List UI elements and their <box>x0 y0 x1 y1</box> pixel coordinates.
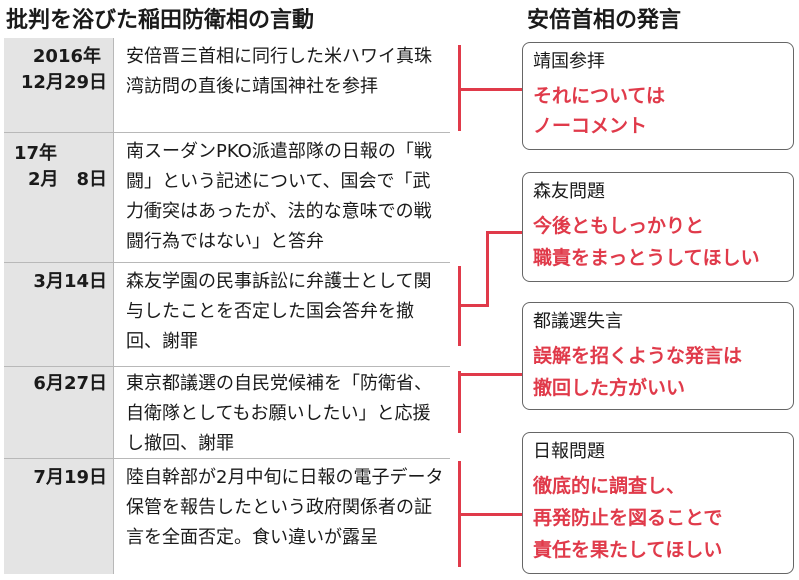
event-date: 7月19日 <box>4 459 114 574</box>
event-date-line1: 6月27日 <box>33 373 107 394</box>
response-quote-line: 職責をまっとうしてほしい <box>533 247 760 269</box>
response-quote-line: それについては <box>533 85 666 107</box>
response-quote-line: 再発防止を図ることで <box>533 507 723 529</box>
response-quote-line: ノーコメント <box>533 115 648 137</box>
response-topic: 靖国参拝 <box>533 51 605 72</box>
event-date-line2: 12月29日 <box>20 72 107 93</box>
event-description: 森友学園の民事訴訟に弁護士として関与したことを否定した国会答弁を撤回、謝罪 <box>126 271 432 352</box>
response-quote-line: 徹底的に調査し、 <box>533 475 686 497</box>
left-heading: 批判を浴びた稲田防衛相の言動 <box>6 8 315 33</box>
event-date-line1: 2016年 <box>32 46 101 67</box>
response-box-tokyo-election: 都議選失言 誤解を招くような発言は 撤回した方がいい <box>522 302 794 410</box>
event-date: 6月27日 <box>4 367 114 458</box>
event-description: 陸自幹部が2月中旬に日報の電子データ保管を報告したという政府関係者の証言を全面否… <box>126 467 444 548</box>
event-description: 安倍晋三首相に同行した米ハワイ真珠湾訪問の直後に靖国神社を参拝 <box>126 46 432 97</box>
event-row-nippo-denial: 7月19日 陸自幹部が2月中旬に日報の電子データ保管を報告したという政府関係者の… <box>4 459 450 574</box>
event-description: 南スーダンPKO派遣部隊の日報の「戦闘」という記述について、国会で「武力衝突はあ… <box>126 141 432 252</box>
event-row-yasukuni: 2016年 12月29日 安倍晋三首相に同行した米ハワイ真珠湾訪問の直後に靖国神… <box>4 38 450 133</box>
response-box-nippo: 日報問題 徹底的に調査し、 再発防止を図ることで 責任を果たしてほしい <box>522 432 794 574</box>
event-date-line1: 3月14日 <box>33 271 107 292</box>
right-heading: 安倍首相の発言 <box>527 8 682 33</box>
response-topic: 日報問題 <box>533 441 605 462</box>
event-date: 3月14日 <box>4 263 114 366</box>
event-date-line1: 17年 <box>14 143 58 164</box>
event-date: 2016年 12月29日 <box>4 38 114 132</box>
event-description: 東京都議選の自民党候補を「防衛省、自衛隊としてもお願いしたい」と応援し撤回、謝罪 <box>126 373 432 454</box>
response-quote-line: 責任を果たしてほしい <box>533 539 723 561</box>
response-quote-line: 今後ともしっかりと <box>533 215 705 237</box>
event-row-moritomo: 3月14日 森友学園の民事訴訟に弁護士として関与したことを否定した国会答弁を撤回… <box>4 263 450 367</box>
response-topic: 都議選失言 <box>533 311 623 332</box>
event-date-line2: 2月 8日 <box>27 169 107 190</box>
event-date-line1: 7月19日 <box>33 467 107 488</box>
event-row-nippo-statement: 17年 2月 8日 南スーダンPKO派遣部隊の日報の「戦闘」という記述について、… <box>4 133 450 263</box>
event-row-tokyo-election: 6月27日 東京都議選の自民党候補を「防衛省、自衛隊としてもお願いしたい」と応援… <box>4 367 450 459</box>
response-quote-line: 誤解を招くような発言は <box>533 345 743 367</box>
response-topic: 森友問題 <box>533 181 605 202</box>
event-date: 17年 2月 8日 <box>4 133 114 262</box>
response-box-moritomo: 森友問題 今後ともしっかりと 職責をまっとうしてほしい <box>522 172 794 282</box>
events-table: 2016年 12月29日 安倍晋三首相に同行した米ハワイ真珠湾訪問の直後に靖国神… <box>4 38 450 574</box>
response-box-yasukuni: 靖国参拝 それについては ノーコメント <box>522 42 794 150</box>
response-quote-line: 撤回した方がいい <box>533 377 686 399</box>
